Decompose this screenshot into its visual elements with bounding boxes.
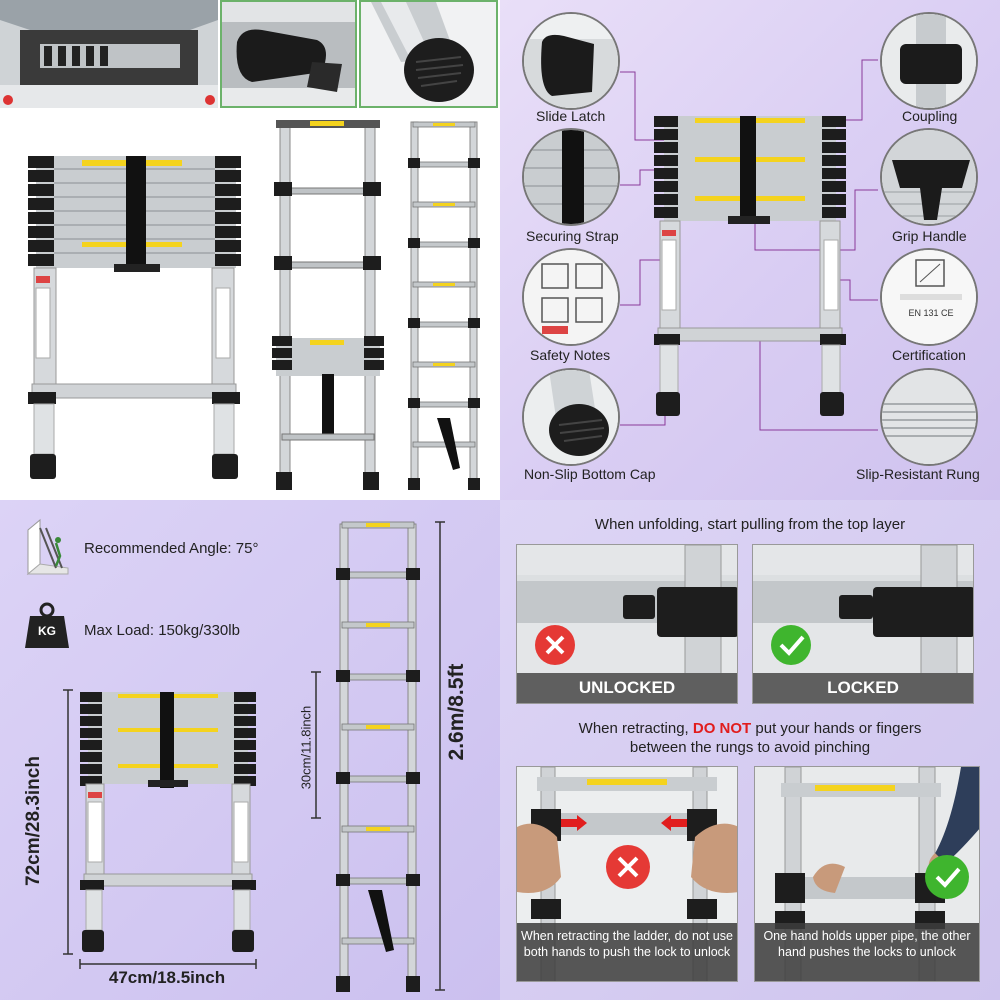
open-height-dim-line xyxy=(435,521,445,991)
feature-ladder-image xyxy=(654,116,846,416)
open-height-label: 2.6m/8.5ft xyxy=(445,663,468,761)
right-retract-panel: One hand holds upper pipe, the other han… xyxy=(754,766,980,982)
slide-latch-circle xyxy=(522,12,620,110)
spec-folded-ladder xyxy=(80,692,256,952)
securing-strap-circle xyxy=(522,128,620,226)
folded-ladder-image xyxy=(28,156,241,479)
specs-panel: Recommended Angle: 75° KG Max Load: 150k… xyxy=(0,500,500,1000)
retract-warning: DO NOT xyxy=(692,720,752,737)
height-closed-label: 72cm/28.3inch xyxy=(23,756,44,886)
retract-suffix: put your hands or fingers xyxy=(751,720,922,737)
retract-prefix: When retracting, xyxy=(578,720,693,737)
wrong-retract-caption: When retracting the ladder, do not use b… xyxy=(517,923,737,981)
height-dim-line xyxy=(63,689,73,955)
angle-label: Recommended Angle: 75° xyxy=(84,540,259,557)
instructions-panel: When unfolding, start pulling from the t… xyxy=(500,500,1000,1000)
width-dim-line xyxy=(79,959,257,969)
locked-panel: LOCKED xyxy=(752,544,974,704)
certification-circle: EN 131 CE xyxy=(880,248,978,346)
wrong-retract-panel: When retracting the ladder, do not use b… xyxy=(516,766,738,982)
safety-notes-circle xyxy=(522,248,620,346)
ladder-overview-panel xyxy=(0,0,500,500)
car-trunk-photo xyxy=(0,0,218,108)
coupling-label: Coupling xyxy=(902,108,958,124)
rung-circle xyxy=(880,368,978,466)
partial-ladder-image xyxy=(272,120,384,490)
grip-handle-label: Grip Handle xyxy=(892,228,967,244)
grip-handle-circle xyxy=(880,128,978,226)
locked-caption: LOCKED xyxy=(753,673,973,703)
spec-extended-ladder xyxy=(336,521,420,992)
unlocked-caption: UNLOCKED xyxy=(517,673,737,703)
bottom-cap-circle xyxy=(522,368,620,466)
width-label: 47cm/18.5inch xyxy=(108,968,226,987)
latch-closeup-photo xyxy=(220,0,357,108)
extended-ladder-image xyxy=(408,121,480,490)
load-label: Max Load: 150kg/330lb xyxy=(84,622,240,639)
kg-icon-text: KG xyxy=(38,624,56,638)
unlocked-panel: UNLOCKED xyxy=(516,544,738,704)
safety-notes-label: Safety Notes xyxy=(530,347,611,363)
angle-icon xyxy=(26,518,69,576)
cert-text: EN 131 CE xyxy=(908,308,954,318)
unfold-title: When unfolding, start pulling from the t… xyxy=(594,516,906,533)
foot-closeup-photo xyxy=(359,0,498,108)
retract-title-line2: between the rungs to avoid pinching xyxy=(629,739,871,756)
securing-strap-label: Securing Strap xyxy=(526,228,619,244)
retract-title-line1: When retracting, DO NOT put your hands o… xyxy=(500,720,1000,737)
slide-latch-label: Slide Latch xyxy=(536,108,606,124)
rung-dim-line xyxy=(311,671,321,819)
features-panel: Slide Latch Securing Strap Safety Notes … xyxy=(500,0,1000,500)
rung-label: Slip-Resistant Rung xyxy=(856,466,980,482)
weight-icon xyxy=(25,602,69,648)
certification-label: Certification xyxy=(892,347,966,363)
rung-spacing-label: 30cm/11.8inch xyxy=(298,705,314,790)
right-retract-caption: One hand holds upper pipe, the other han… xyxy=(755,923,979,981)
coupling-circle xyxy=(880,12,978,110)
bottom-cap-label: Non-Slip Bottom Cap xyxy=(524,466,656,482)
